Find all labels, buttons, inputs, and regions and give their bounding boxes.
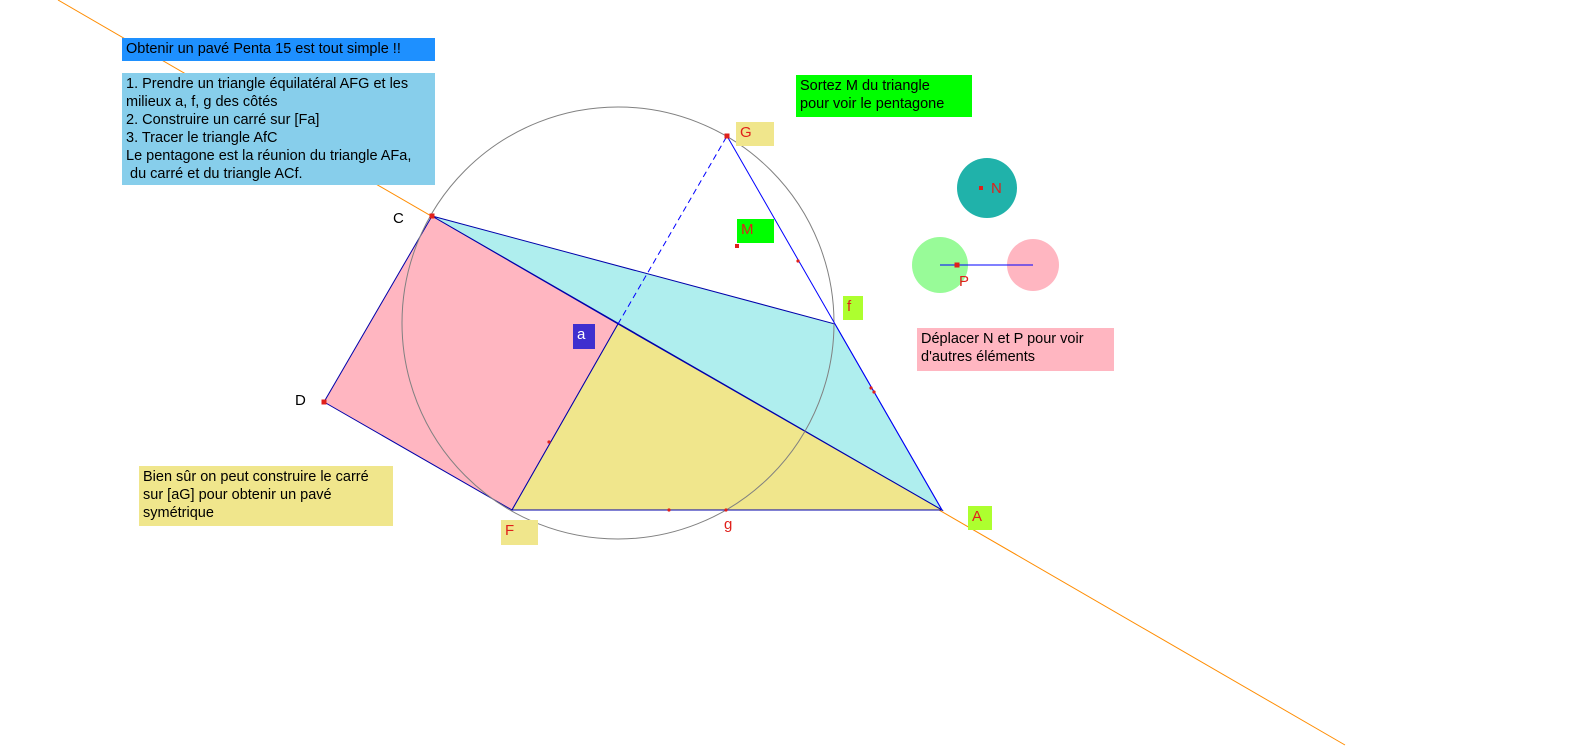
point-g[interactable] [724, 133, 730, 139]
instruction-line: 3. Tracer le triangle AfC [126, 130, 278, 146]
instruction-line: 2. Construire un carré sur [Fa] [126, 112, 320, 128]
point-d[interactable] [321, 399, 327, 405]
point-p[interactable] [954, 262, 960, 268]
label-m: M [737, 219, 774, 243]
mark-4 [547, 440, 551, 444]
label-f-capital: F [501, 520, 538, 545]
title-box: Obtenir un pavé Penta 15 est tout simple… [122, 38, 435, 61]
label-c: C [393, 210, 404, 227]
hint-move-np-line: Déplacer N et P pour voir [921, 331, 1084, 347]
instructions-box: 1. Prendre un triangle équilatéral AFG e… [122, 73, 435, 185]
segment-ag-dashed [617, 135, 728, 325]
mark-1 [796, 259, 800, 263]
label-g: G [736, 122, 774, 146]
point-c[interactable] [429, 213, 435, 219]
segment-gf [726, 135, 836, 325]
instruction-line: du carré et du triangle ACf. [126, 166, 303, 182]
circle-n [957, 158, 1017, 218]
label-a-capital: A [968, 506, 992, 530]
note-line: sur [aG] pour obtenir un pavé [143, 487, 332, 503]
note-line: symétrique [143, 505, 214, 521]
hint-move-m-box: Sortez M du triangle pour voir le pentag… [796, 75, 972, 117]
title-text: Obtenir un pavé Penta 15 est tout simple… [126, 41, 401, 57]
label-d: D [295, 392, 306, 409]
point-m[interactable] [735, 244, 739, 248]
label-f-small: f [843, 296, 863, 320]
mark-2 [869, 386, 873, 390]
label-n: N [991, 180, 1002, 197]
point-n[interactable] [979, 186, 983, 190]
instruction-line: Le pentagone est la réunion du triangle … [126, 148, 412, 164]
point-g-mid [724, 508, 728, 512]
hint-move-np-line: d'autres éléments [921, 349, 1035, 365]
mark-3 [872, 390, 876, 394]
note-line: Bien sûr on peut construire le carré [143, 469, 369, 485]
mark-5 [667, 508, 671, 512]
note-symmetric-box: Bien sûr on peut construire le carré sur… [139, 466, 393, 526]
hint-move-m-line: pour voir le pentagone [800, 96, 945, 112]
instruction-line: 1. Prendre un triangle équilatéral AFG e… [126, 76, 409, 92]
label-a-small: a [573, 324, 595, 349]
hint-move-np-box: Déplacer N et P pour voir d'autres éléme… [917, 328, 1114, 371]
instruction-line: milieux a, f, g des côtés [126, 94, 278, 110]
hint-move-m-line: Sortez M du triangle [800, 78, 930, 94]
segment-fa [834, 323, 943, 511]
label-g-small: g [724, 516, 733, 533]
label-p: P [959, 273, 970, 290]
